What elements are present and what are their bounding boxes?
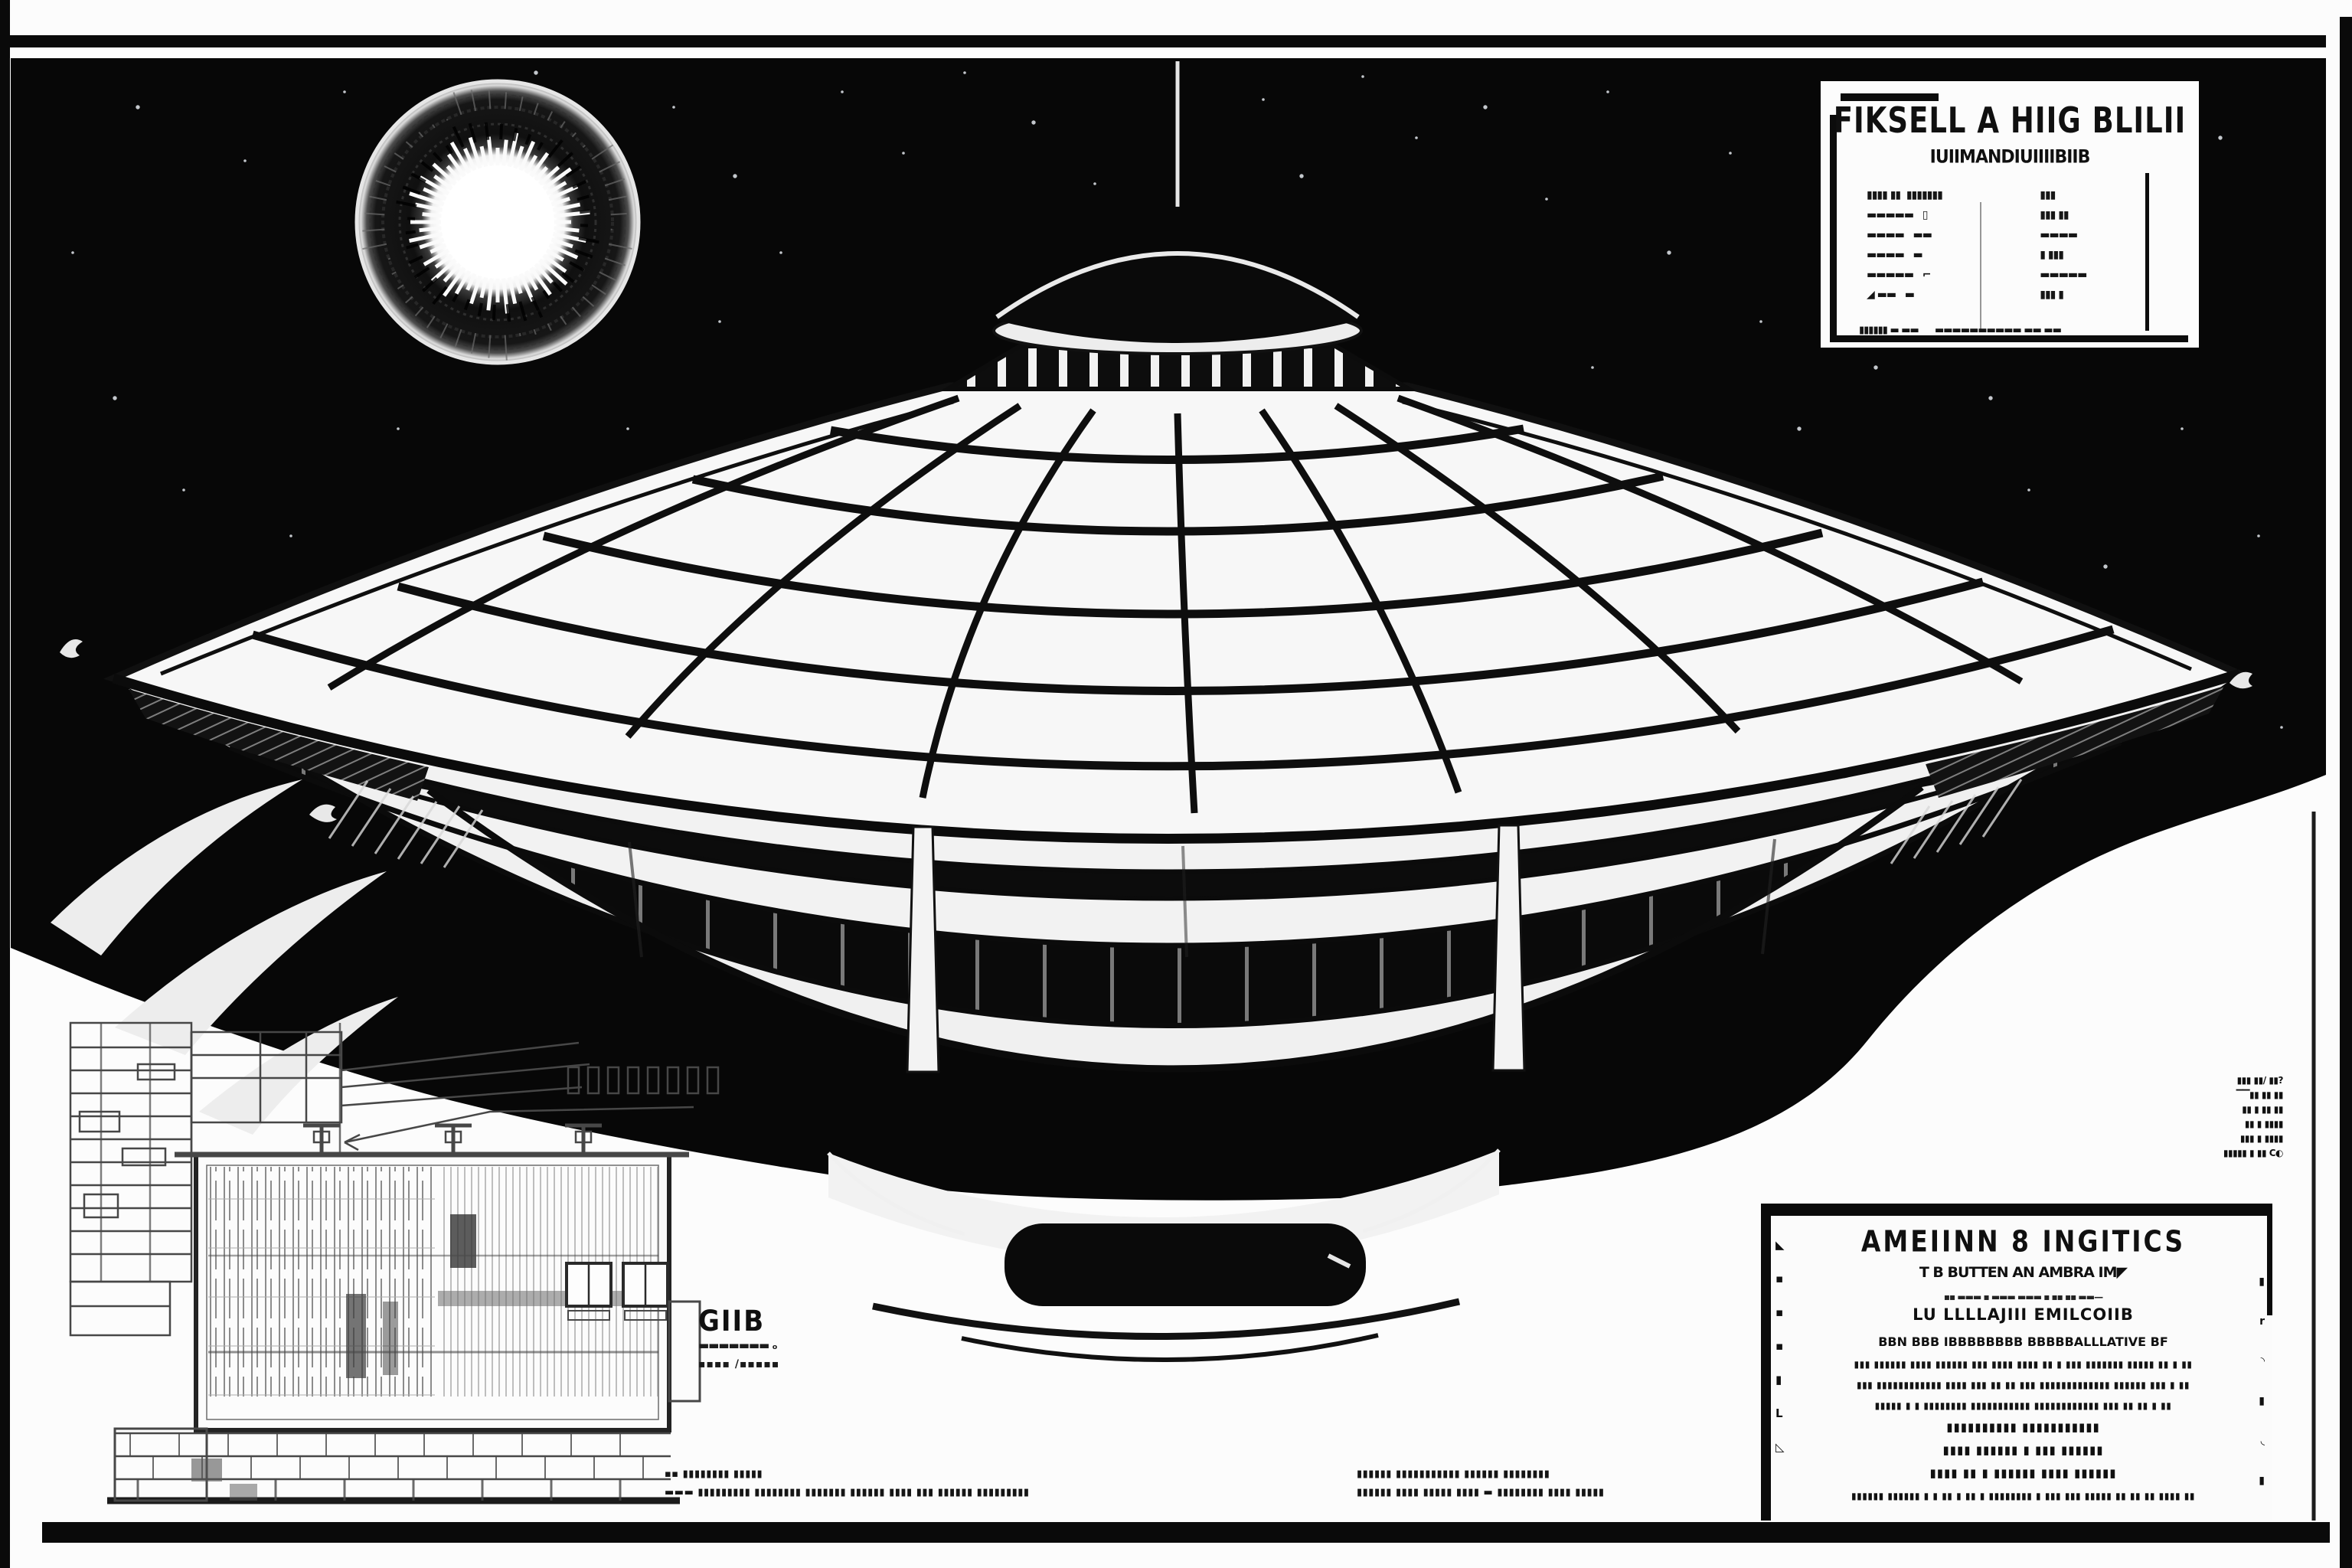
spec-row: ◢ ▬▬ ▬ [1867, 289, 1915, 301]
title-block-border-top [1841, 93, 1939, 101]
tick-mark: ◟ [2260, 1435, 2265, 1447]
spec-panel-bottom-row: ▮▮▮▮▮▮ ▮▮▮▮▮▮ ▮ ▮ ▮▮ ▮ ▮▮ ▮ ▮▮▮▮▮▮▮▮ ▮ ▮… [1851, 1491, 2195, 1501]
spec-panel-heading: AMEIINN 8 INGITICS [1860, 1224, 2186, 1259]
spec-row: ▬▬▬▬ ▬ [1867, 249, 1923, 261]
pedestal-block [1004, 1223, 1366, 1306]
title-block-left-column: ▮▮▮▮ ▮▮ ▮▮▮▮▮▮▮ ▬▬▬▬▬ ▯ ▬▬▬▬ ▬▬ ▬▬▬▬ ▬ ▬▬▬▬▬… [1867, 185, 2040, 305]
tick-mark: ◣ [1775, 1238, 1785, 1252]
spec-panel-right-ticks: ▮ r ◝ ▮ ◟ ▮ [2249, 1262, 2265, 1501]
tick-mark: r [2259, 1315, 2265, 1328]
bottom-note-line: ▬▬▬ ▮▮▮▮▮▮▮▮▮ ▮▮▮▮▮▮▮▮ ▮▮▮▮▮▮▮ ▮▮▮▮▮▮ ▮▮… [665, 1487, 1030, 1498]
margin-note-line: ▮▮▮ ▮▮/ ▮▮? [2236, 1075, 2284, 1086]
tick-mark: ▮ [2259, 1395, 2265, 1407]
spec-row: ▮ ▮▮▮ [2040, 249, 2064, 261]
pedestal-base [827, 1148, 1501, 1362]
bottom-note-line: ▮▮▮▮▮▮ ▮▮▮▮ ▮▮▮▮▮ ▮▮▮▮ ▬ ▮▮▮▮▮▮▮▮ ▮▮▮▮ ▮… [1357, 1487, 1605, 1498]
spec-panel-line-pair: LU LLLLAJIII EMILCOIIB [1913, 1305, 2134, 1324]
bottom-note-line: ▪▪ ▮▮▮▮▮▮▮▮ ▮▮▮▮▮ [665, 1468, 763, 1480]
spec-row: ▬▬▬▬▬ [2040, 269, 2087, 281]
strut-left [906, 825, 940, 1073]
tick-mark: ◺ [1775, 1440, 1785, 1454]
dense-text-row: ▮▮▮▮▮ ▮ ▮ ▮▮▮▮▮▮▮▮ ▮▮▮▮▮▮▮▮▮▮▮ ▮▮▮▮▮▮▮▮▮… [1874, 1400, 2172, 1411]
tick-mark: ▮ [2259, 1276, 2265, 1288]
spec-row: ▬▬▬▬▬ ▯ [1867, 209, 1928, 221]
eclipse-ring [354, 79, 641, 365]
rim-scribbles [60, 639, 2252, 822]
spec-panel-border-right [2267, 1216, 2272, 1315]
pair-text-row: ▮▮▮▮ ▮▮▮▮▮▮ ▮ ▮▮▮ ▮▮▮▮▮▮ [1942, 1443, 2104, 1457]
spec-panel-content: AMEIINN 8 INGITICS T B BUTTEN AN AMBRA I… [1771, 1216, 2272, 1501]
margin-note: ▮▮▮ ▮▮/ ▮▮? ▔▔▮▮ ▮▮ ▮▮ ▮▮ ▮ ▮▮ ▮▮ ▮▮ ▮ ▮▮▮▮… [2168, 1073, 2284, 1161]
tick-mark: ▮ [1775, 1373, 1782, 1387]
spec-row: ▬▬▬▬ [2040, 229, 2078, 241]
pair-text-row: ▮▮▮▮ ▮▮ ▮ ▮▮▮▮▮▮ ▮▮▮▮ ▮▮▮▮▮▮ [1929, 1466, 2117, 1480]
title-block-border-right [2145, 173, 2149, 331]
spec-row: ▮▮▮▮ ▮▮ ▮▮▮▮▮▮▮ [1867, 189, 1943, 201]
margin-note-line: ▮▮ ▮ ▮▮ ▮▮ [2242, 1104, 2283, 1115]
pair-text-row: ▮▮▮▮▮▮▮▮▮▮ ▮▮▮▮▮▮▮▮▮▮▮ [1946, 1420, 2100, 1434]
spec-panel-left-ticks: ◣ ▪ ▪ ▪ ▮ L ◺ [1775, 1228, 1794, 1464]
motion-blades [51, 779, 398, 1135]
giib-line3: ▪▪▪▪ /▪▪▪▪▪ [698, 1358, 780, 1370]
title-block-columns: ▮▮▮▮ ▮▮ ▮▮▮▮▮▮▮▬▬▬▬▬ ▯▬▬▬▬ ▬▬▬▬▬▬ ▬▬▬▬▬▬… [1867, 185, 2176, 305]
title-block-panel: FIKSELL A HIIG BLILII IUIIMANDIUIIIIBIIB… [1821, 81, 2199, 348]
hull-bands [112, 668, 2241, 1073]
margin-note-line: ▔▔▮▮ ▮▮ ▮▮ [2236, 1089, 2284, 1100]
tick-mark: ▮ [2259, 1475, 2265, 1487]
spec-row: ▬▬▬▬ ▬▬ [1867, 229, 1932, 241]
dome-cap [992, 251, 1363, 355]
giib-label: GIIB ▬▬▬▬▬▬▬ ₒ ▪▪▪▪ /▪▪▪▪▪ [698, 1305, 882, 1370]
margin-note-line: ▮▮▮ ▮ ▮▮▮▮ [2239, 1133, 2284, 1144]
flying-saucer [51, 61, 2252, 1135]
title-block-column-divider [1980, 202, 1981, 329]
spec-row: ▮▮▮ [2040, 189, 2056, 201]
tick-mark: ◝ [2260, 1355, 2265, 1367]
spec-panel-subheading: T B BUTTEN AN AMBRA IM◤ [1919, 1264, 2128, 1281]
dense-text-row: ▮▮▮ ▮▮▮▮▮▮▮▮▮▮▮▮ ▮▮▮▮ ▮▮▮ ▮▮ ▮▮ ▮▮▮ ▮▮▮▮… [1856, 1380, 2190, 1390]
dense-text-row: ▮▮▮ ▮▮▮▮▮▮ ▮▮▮▮ ▮▮▮▮▮▮ ▮▮▮ ▮▮▮▮ ▮▮▮▮ ▮▮ … [1854, 1359, 2193, 1370]
spec-panel: ◣ ▪ ▪ ▪ ▮ L ◺ ▮ r ◝ ▮ ◟ ▮ AMEIINN 8 INGITICS T B BU… [1761, 1204, 2272, 1521]
dish-meridian-lines [327, 394, 2024, 814]
title-block-bottom-row: ▮▮▮▮▮▮ ▬ ▬▬ ▬▬▬▬▬▬▬▬▬▬ ▬▬ ▬▬ [1859, 325, 2062, 336]
bottom-notes-left: ▪▪ ▮▮▮▮▮▮▮▮ ▮▮▮▮▮ ▬▬▬ ▮▮▮▮▮▮▮▮▮ ▮▮▮▮▮▮▮▮… [665, 1468, 1369, 1498]
tick-mark: L [1775, 1406, 1783, 1420]
spec-row: ▮▮▮ ▮▮ [2040, 209, 2069, 221]
bottom-note-line: ▮▮▮▮▮▮ ▮▮▮▮▮▮▮▮▮▮▮ ▮▮▮▮▮▮ ▮▮▮▮▮▮▮▮ [1357, 1468, 1550, 1480]
margin-note-line: ▮▮▮▮▮ ▮ ▮▮ C◐ [2223, 1148, 2284, 1158]
giib-title: GIIB [698, 1305, 766, 1338]
spec-row: ▮▮▮ ▮ [2040, 289, 2064, 301]
rim-hatch-left [129, 689, 429, 801]
tick-mark: ▪ [1775, 1305, 1784, 1319]
title-block-right-column: ▮▮▮ ▮▮▮ ▮▮ ▬▬▬▬ ▮ ▮▮▮ ▬▬▬▬▬ ▮▮▮ ▮ [2040, 185, 2176, 305]
tick-mark: ▪ [1775, 1339, 1784, 1353]
strut-right [1491, 824, 1526, 1072]
spec-panel-line-small: ▪▪ ▬▬▬ ▪ ▬▬▬ ▬▬▬ ▪ ▪▪ ▪▪ ▬▬— [1943, 1292, 2103, 1302]
margin-note-line: ▮▮ ▮ ▮▮▮▮ [2244, 1119, 2284, 1129]
title-block-border-bottom [1830, 335, 2188, 342]
dish-latitude-lines [251, 424, 2115, 771]
title-block-border-left [1830, 115, 1837, 341]
building-cross-section [69, 1021, 720, 1504]
rim-hatch-right [1926, 686, 2224, 798]
tick-mark: ▪ [1775, 1272, 1784, 1285]
bottom-notes-right: ▮▮▮▮▮▮ ▮▮▮▮▮▮▮▮▮▮▮ ▮▮▮▮▮▮ ▮▮▮▮▮▮▮▮ ▮▮▮▮▮… [1357, 1468, 1749, 1498]
title-block-heading: FIKSELL A HIIG BLILII [1833, 100, 2187, 142]
spec-panel-pair-rows: ▮▮▮▮▮▮▮▮▮▮ ▮▮▮▮▮▮▮▮▮▮▮ ▮▮▮▮ ▮▮▮▮▮▮ ▮ ▮▮▮ … [1808, 1420, 2239, 1480]
title-block-subheading: IUIIMANDIUIIIIBIIB [1929, 146, 2091, 168]
spec-row: ▬▬▬▬▬ ⌐ [1867, 269, 1932, 281]
spec-panel-line-wide: BBN BBB IBBBBBBBB BBBBBALLLATIVE BF [1878, 1334, 2168, 1349]
spec-panel-dense-rows: ▮▮▮ ▮▮▮▮▮▮ ▮▮▮▮ ▮▮▮▮▮▮ ▮▮▮ ▮▮▮▮ ▮▮▮▮ ▮▮ … [1808, 1359, 2239, 1411]
giib-line2: ▬▬▬▬▬▬▬ ₒ [698, 1338, 778, 1352]
